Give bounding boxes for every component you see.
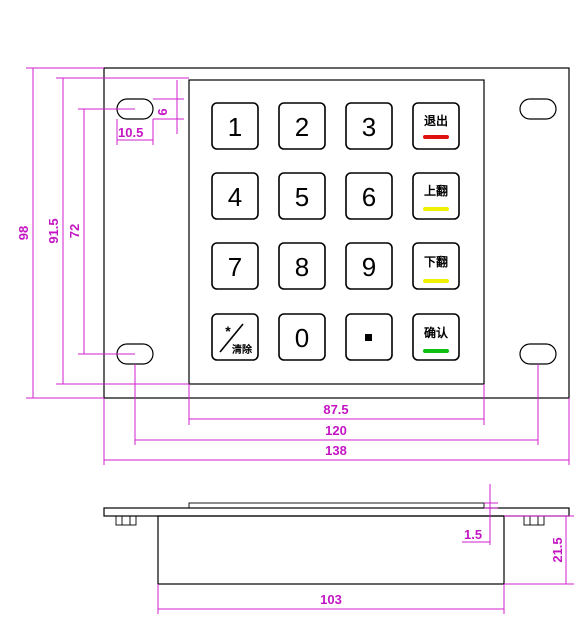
side-keypad-raised <box>188 502 485 509</box>
key-9[interactable]: 9 <box>345 242 393 290</box>
key-2-label: 2 <box>295 112 309 142</box>
mounting-hole-top-right <box>519 98 557 120</box>
dim-body-width: 103 <box>320 592 342 607</box>
key-8-label: 8 <box>295 252 309 282</box>
side-plate <box>103 507 570 517</box>
side-body <box>157 515 505 585</box>
key-0[interactable]: 0 <box>278 313 326 361</box>
key-7-label: 7 <box>228 252 242 282</box>
key-page-up[interactable]: 上翻 <box>412 172 460 220</box>
key-3-label: 3 <box>362 112 376 142</box>
side-view <box>103 502 570 585</box>
key-exit[interactable]: 退出 <box>412 102 460 150</box>
indicator-green <box>423 349 449 353</box>
mounting-hole-bottom-right <box>519 343 557 365</box>
dim-height-holes: 72 <box>67 224 82 238</box>
dim-height-panel: 91.5 <box>46 218 61 243</box>
dim-hole-height: 6 <box>155 108 170 115</box>
indicator-yellow-2 <box>423 279 449 283</box>
dim-width-keypad: 87.5 <box>323 402 348 417</box>
key-1-label: 1 <box>228 112 242 142</box>
key-8[interactable]: 8 <box>278 242 326 290</box>
key-0-label: 0 <box>295 323 309 353</box>
key-9-label: 9 <box>362 252 376 282</box>
key-page-up-label: 上翻 <box>424 183 448 198</box>
key-clear-label: 清除 <box>232 343 253 356</box>
key-dot[interactable] <box>345 313 393 361</box>
side-dimensions: 1.5 21.5 103 <box>157 484 574 614</box>
key-4[interactable]: 4 <box>211 172 259 220</box>
dim-width-holes: 120 <box>325 423 347 438</box>
key-1[interactable]: 1 <box>211 102 259 150</box>
front-plate-outline <box>103 67 570 399</box>
key-page-down-label: 下翻 <box>424 254 448 269</box>
key-exit-label: 退出 <box>424 113 448 128</box>
clear-slash <box>219 323 244 353</box>
key-5[interactable]: 5 <box>278 172 326 220</box>
key-confirm[interactable]: 确认 <box>412 313 460 361</box>
key-clear[interactable]: * 清除 <box>211 313 259 361</box>
front-dimensions: 98 91.5 72 6 10.5 87.5 120 <box>16 67 570 465</box>
key-clear-symbol: * <box>225 323 231 339</box>
indicator-red <box>423 135 449 139</box>
key-confirm-label: 确认 <box>424 325 449 340</box>
key-page-down[interactable]: 下翻 <box>412 242 460 290</box>
key-3[interactable]: 3 <box>345 102 393 150</box>
keypad-area-outline <box>188 79 485 385</box>
key-5-label: 5 <box>295 182 309 212</box>
front-view: 1 2 3 退出 4 5 6 上翻 <box>103 67 570 399</box>
key-7[interactable]: 7 <box>211 242 259 290</box>
key-6-label: 6 <box>362 182 376 212</box>
key-6[interactable]: 6 <box>345 172 393 220</box>
dim-body-depth: 21.5 <box>550 537 565 562</box>
dot-mark <box>365 334 372 341</box>
dim-height-overall: 98 <box>16 226 31 240</box>
indicator-yellow-1 <box>423 207 449 211</box>
stud-right <box>523 515 545 526</box>
dim-plate-thickness: 1.5 <box>464 527 482 542</box>
dim-hole-offset: 10.5 <box>118 125 143 140</box>
dim-width-overall: 138 <box>325 443 347 458</box>
key-2[interactable]: 2 <box>278 102 326 150</box>
stud-left <box>115 515 137 526</box>
key-4-label: 4 <box>228 182 242 212</box>
